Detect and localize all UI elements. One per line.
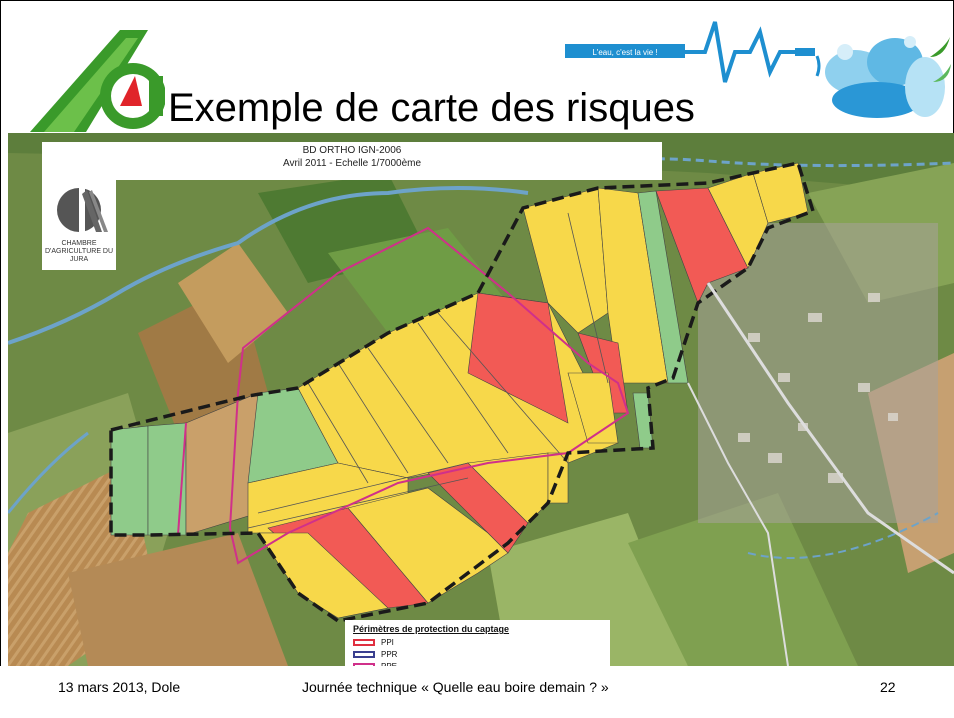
map-source: BD ORTHO IGN-2006 (302, 145, 402, 156)
river (8, 186, 529, 345)
legend-item-ppr: PPR (353, 649, 397, 659)
legend-title: Périmètres de protection du captage (353, 624, 510, 634)
river-2 (8, 431, 89, 514)
parcel-low (110, 425, 149, 536)
parcel-medium (567, 372, 619, 444)
map-date-scale: Avril 2011 - Echelle 1/7000ème (282, 158, 422, 169)
risk-map (8, 133, 954, 666)
chambre-jura-logo: CHAMBRE D'AGRICULTURE DU JURA (42, 180, 116, 270)
ppr-boundary (109, 160, 816, 623)
chambre-jura-mark-icon (57, 188, 108, 232)
legend-item-ppi: PPI (353, 637, 394, 647)
footer-event: Journée technique « Quelle eau boire dem… (302, 679, 609, 695)
institution-name: CHAMBRE D'AGRICULTURE DU JURA (44, 240, 114, 263)
parcel-high (467, 292, 569, 424)
map-legend: Périmètres de protection du captage PPI … (345, 620, 610, 672)
water-life-banner: L'eau, c'est la vie ! (565, 21, 951, 118)
parcel-low (147, 422, 187, 536)
slide-footer: 13 mars 2013, Dole Journée technique « Q… (0, 666, 954, 718)
risk-parcels (110, 162, 809, 619)
parcel-high (655, 187, 749, 304)
footer-date-place: 13 mars 2013, Dole (58, 679, 181, 695)
banner-tagline: L'eau, c'est la vie ! (592, 48, 657, 57)
parcel-medium (597, 187, 669, 384)
parcel-medium (522, 187, 609, 334)
slide-title: Exemple de carte des risques (168, 86, 695, 130)
chambre-agriculture-logo (30, 30, 165, 132)
page-number: 22 (880, 679, 896, 695)
map-header: BD ORTHO IGN-2006 Avril 2011 - Echelle 1… (42, 142, 662, 180)
ppe-boundary (228, 226, 630, 565)
